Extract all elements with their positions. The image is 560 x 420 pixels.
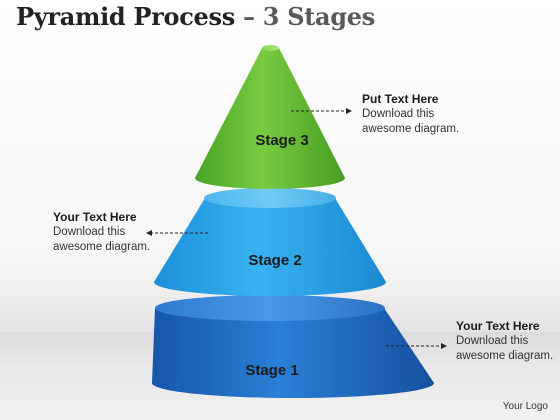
stage-2-body <box>154 198 386 296</box>
stage-1-arrowhead <box>441 343 447 349</box>
callout-heading: Your Text Here <box>456 319 540 333</box>
stage-3-top <box>262 45 279 51</box>
callout-stage-3: Put Text Here Download this awesome diag… <box>362 92 472 137</box>
stage-3-body <box>195 48 345 189</box>
callout-heading: Put Text Here <box>362 92 439 106</box>
stage-1-body <box>152 308 434 398</box>
callout-stage-2: Your Text Here Download this awesome dia… <box>53 210 163 255</box>
stage-3-arrowhead <box>346 108 352 114</box>
stage-1-tier <box>152 295 434 398</box>
stage-2-label: Stage 2 <box>248 252 301 269</box>
stage-3-tier <box>195 45 345 189</box>
title-sub: 3 Stages <box>262 2 375 31</box>
callout-body: Download this awesome diagram. <box>53 226 151 253</box>
stage-2-arrowhead <box>146 230 152 236</box>
stage-3-label: Stage 3 <box>255 132 308 149</box>
logo-text: Your Logo <box>502 401 548 412</box>
stage-1-top <box>155 295 385 321</box>
title-main: Pyramid Process <box>16 2 235 31</box>
stage-2-top <box>204 188 336 208</box>
callout-body: Download this awesome diagram. <box>456 335 554 362</box>
stage-2-tier <box>154 188 386 296</box>
callout-stage-1: Your Text Here Download this awesome dia… <box>456 319 560 364</box>
callout-heading: Your Text Here <box>53 210 137 224</box>
stage-1-label: Stage 1 <box>245 362 298 379</box>
title-dash: – <box>234 2 263 31</box>
page-title: Pyramid Process – 3 Stages <box>16 2 375 31</box>
callout-body: Download this awesome diagram. <box>362 108 460 135</box>
